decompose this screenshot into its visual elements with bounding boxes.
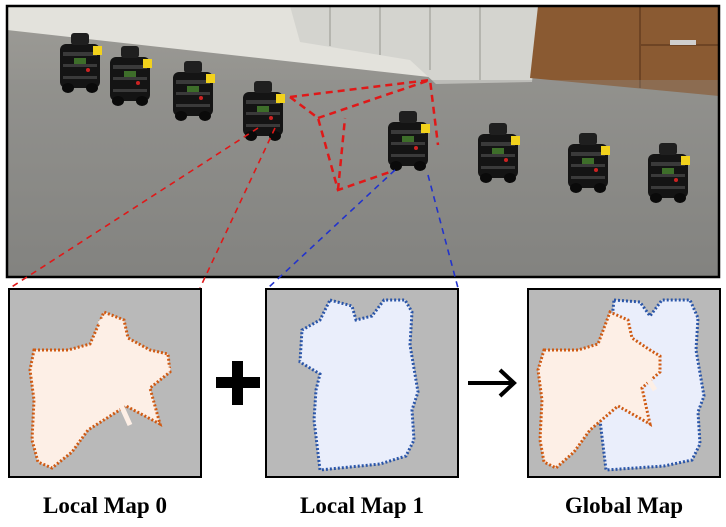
local-map-1-label: Local Map 1	[300, 493, 424, 518]
plus-icon	[216, 361, 260, 405]
local-map-0	[8, 288, 202, 478]
global-map-label: Global Map	[564, 493, 684, 518]
communication-links	[289, 78, 440, 192]
white-cabinets	[290, 6, 540, 84]
wooden-cabinet	[530, 6, 719, 96]
local-map-0-label: Local Map 0	[43, 493, 167, 518]
robots-photo	[5, 4, 721, 279]
global-map	[527, 288, 721, 478]
photo-border	[5, 4, 721, 279]
local-map-1	[265, 288, 459, 478]
arrow-right-icon	[468, 368, 517, 398]
projection-lines	[9, 127, 459, 289]
